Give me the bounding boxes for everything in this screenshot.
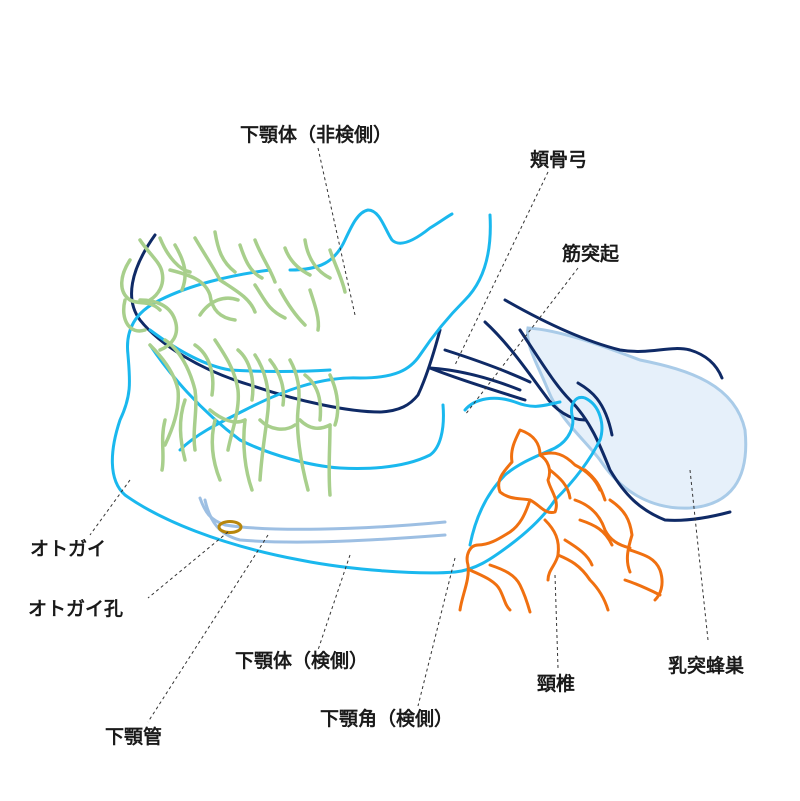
label-zygomatic-arch: 頬骨弓 — [530, 148, 587, 171]
leader-mandible-body-affected — [317, 554, 351, 651]
label-mandibular-canal: 下顎管 — [105, 725, 162, 748]
label-mandible-body-nonaffected: 下顎体（非検側） — [240, 123, 392, 146]
cervical-vertebrae — [458, 428, 664, 614]
leader-mental-foramen — [147, 531, 229, 599]
labels: 下顎体（非検側） 頬骨弓 筋突起 オトガイ オトガイ孔 下顎体（検側） 下顎管 … — [28, 123, 745, 748]
leader-coronoid-process — [464, 267, 579, 416]
label-mandible-body-affected: 下顎体（検側） — [235, 649, 368, 672]
leader-mandible-angle-affected — [417, 557, 456, 707]
label-chin: オトガイ — [30, 538, 106, 560]
label-cervical-spine: 頸椎 — [537, 672, 575, 695]
teeth-group — [120, 230, 347, 497]
leader-chin — [89, 479, 131, 536]
leader-mastoid-cells — [689, 469, 709, 641]
label-coronoid-process: 筋突起 — [562, 242, 620, 265]
mandible-outline — [110, 208, 604, 575]
leader-mandible-body-nonaffected — [317, 147, 356, 316]
label-mental-foramen: オトガイ孔 — [28, 598, 123, 620]
leader-cervical-spine — [554, 574, 559, 669]
mastoid-cells-shape — [526, 326, 748, 510]
label-mastoid-cells: 乳突蜂巣 — [668, 654, 745, 677]
mandibular-canal-lines — [198, 496, 447, 544]
leader-mandibular-canal — [147, 534, 269, 723]
label-mandible-angle-affected: 下顎角（検側） — [320, 707, 453, 730]
mental-foramen-ring — [217, 520, 243, 534]
zygomatic-arch-lines — [130, 233, 732, 522]
leader-lines — [89, 147, 709, 723]
